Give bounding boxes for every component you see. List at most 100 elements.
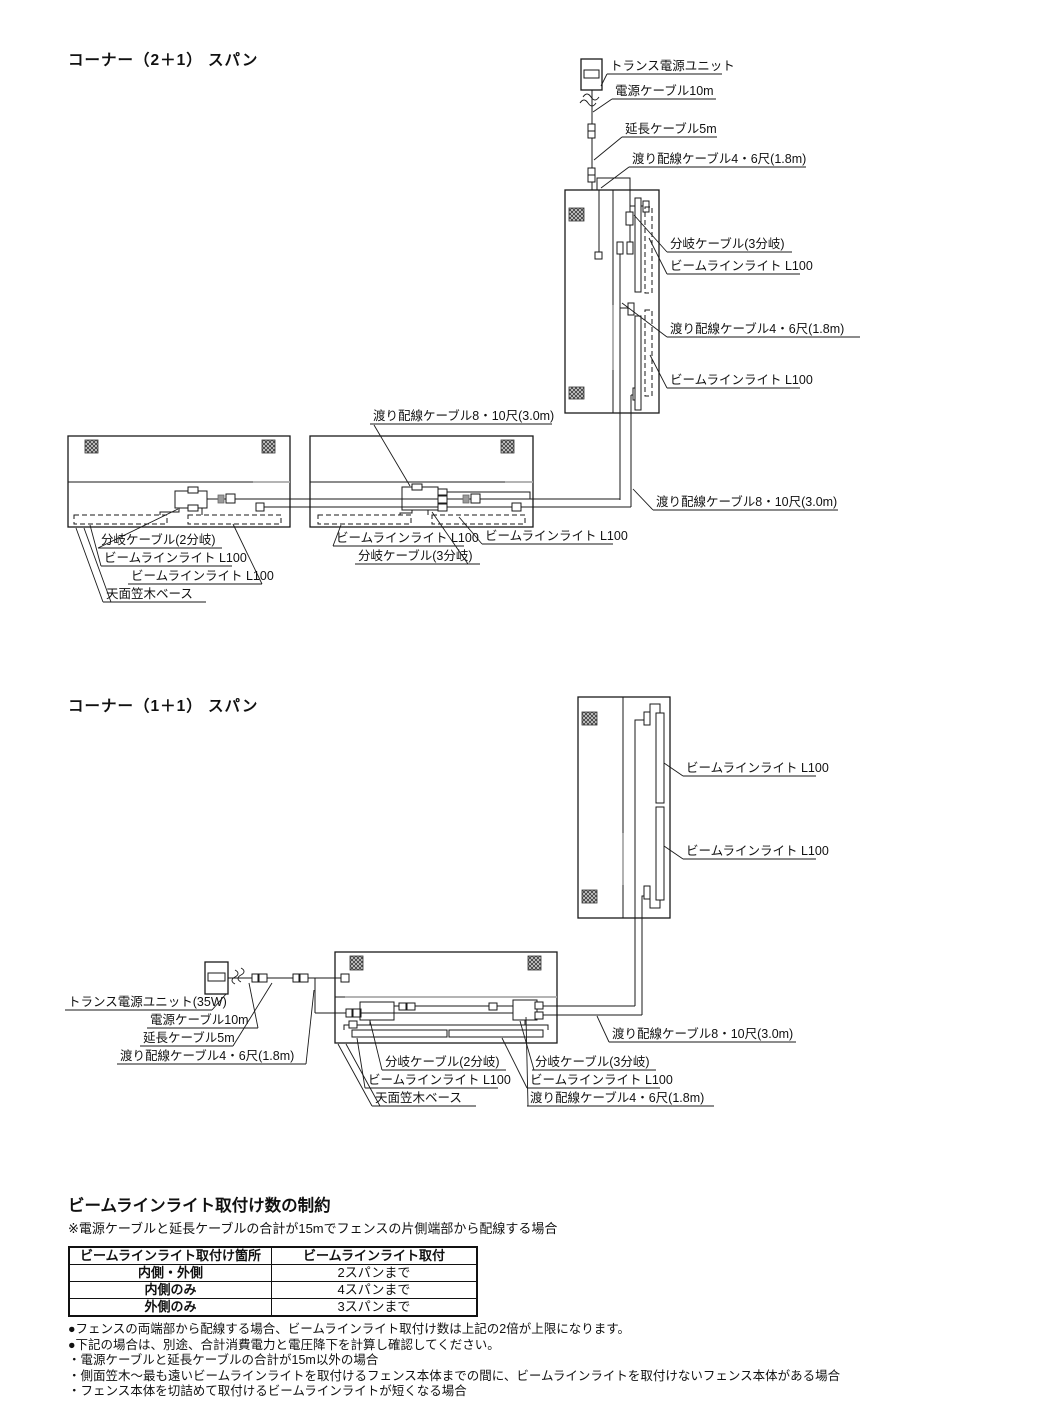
connector-icon [299,973,309,983]
leader-line [89,524,102,567]
connector-icon [626,241,634,255]
beam-line-light-bar [655,712,665,804]
label-jumper46-side: 渡り配線ケーブル4・6尺(1.8m) [670,321,844,336]
post-icon [84,439,99,454]
beam-line-light-bar [634,315,642,411]
leader-line [648,237,668,275]
table-header-mounting: ビームラインライト取付 [271,1246,478,1265]
beam-line-light-bar [448,1029,544,1038]
note-line: ●フェンスの両端部から配線する場合、ビームラインライト取付け数は上記の2倍が上限… [68,1322,631,1336]
label-beam-left2: ビームラインライト L100 [131,569,274,583]
top-cap-channel [596,177,631,191]
connector-icon [225,493,236,504]
leader-line [621,302,668,338]
beam-line-light-bar [634,197,642,293]
leader-line [248,982,259,1029]
leader-line [663,845,684,860]
jumper-wire [543,1005,642,1016]
connector-icon [616,241,624,255]
connector-icon [437,488,448,496]
leader-line [345,1043,381,1107]
transformer-slot [207,972,226,982]
table-cell: 内側のみ [68,1281,272,1299]
label-beam-mid1: ビームラインライト L100 [336,531,479,545]
post-icon [349,955,364,971]
connector-icon [643,885,651,900]
note-line: ・側面笠木～最も遠いビームラインライトを取付けるフェンス本体までの間に、ビームラ… [68,1368,841,1383]
label-branch3-mid: 分岐ケーブル(3分岐) [358,548,473,563]
post-icon [527,955,542,971]
leader-line [649,354,668,389]
restrictions-heading: ビームラインライト取付け数の制約 [68,1197,331,1215]
wire [159,508,180,515]
connector-icon [534,1011,544,1020]
table-cell: 2スパンまで [271,1264,478,1282]
table-cell: 3スパンまで [271,1298,478,1317]
post-icon [261,439,276,454]
label-jumper46-top: 渡り配線ケーブル4・6尺(1.8m) [632,151,806,166]
connector-icon [534,1001,544,1010]
connector-icon [625,211,634,226]
connector-icon [345,1008,353,1018]
leader-line [356,1037,366,1089]
label-beam-right: ビームラインライト L100 [530,1073,673,1087]
label-branch2: 分岐ケーブル(2分岐) [101,532,216,547]
note-line: ・電源ケーブルと延長ケーブルの合計が15m以外の場合 [68,1353,379,1368]
label-jumper810-side: 渡り配線ケーブル8・10尺(3.0m) [656,494,837,509]
wire [399,510,413,515]
connector-icon [398,1002,407,1011]
table-header-location: ビームラインライト取付け箇所 [68,1246,272,1265]
label-extension-cable: 延長ケーブル5m [625,121,717,136]
label-transformer: トランス電源ユニット [610,59,735,73]
wire [447,491,531,499]
leader-line [458,516,483,545]
leader-line [373,424,411,487]
wire [649,703,661,713]
connector-icon [411,483,423,491]
connector-icon [348,1020,358,1029]
leader-line [305,989,315,1065]
leader-line [369,1020,383,1071]
leader-line [596,1015,610,1043]
label-cap-base: 天面笠木ベース [106,586,193,601]
connector-icon [470,493,481,504]
leader-line [75,527,104,603]
restrictions-notes-list: ●フェンスの両端部から配線する場合、ビームラインライト取付け数は上記の2倍が上限… [68,1322,1028,1400]
branch-cable-box [359,1001,395,1021]
transformer-slot [583,69,600,79]
wire [641,895,644,918]
beam-line-light-bar-dashed [73,514,168,525]
beam-line-light-bar [655,806,665,901]
connector-icon [251,973,259,983]
terminator-icon [255,502,265,512]
cable-break-icon [231,967,245,985]
post-icon [581,711,598,726]
connector-icon [437,503,448,512]
label-beam-upper2: ビームラインライト L100 [686,844,829,858]
diagram2-title: コーナー（1＋1） スパン [68,698,259,715]
connector-icon [258,973,268,983]
connector-icon [488,1002,498,1011]
label-cap-base: 天面笠木ベース [375,1090,462,1105]
leader-line [83,527,112,603]
connector-icon [352,1008,362,1018]
diagram-corner-2plus1: トランス電源ユニット 電源ケーブル10m 延長ケーブル5m 渡り配線ケーブル4・… [67,58,860,603]
label-transformer-35w: トランス電源ユニット(35W) [68,995,227,1009]
label-jumper46-right: 渡り配線ケーブル4・6尺(1.8m) [530,1090,704,1105]
beam-line-light-bar [351,1029,448,1038]
label-branch3-upper: 分岐ケーブル(3分岐) [670,236,785,251]
leader-line [525,1016,529,1107]
wiring-diagrams: トランス電源ユニット 電源ケーブル10m 延長ケーブル5m 渡り配線ケーブル4・… [65,58,860,1107]
cable-break-icon [579,93,600,107]
beam-line-light-bar-dashed [644,309,653,397]
restrictions-table: ビームラインライト取付け箇所 ビームラインライト取付 内側・外側 2スパンまで … [68,1246,478,1317]
label-jumper46-left: 渡り配線ケーブル4・6尺(1.8m) [120,1048,294,1063]
connector-icon [511,502,522,512]
label-beam-mid2: ビームラインライト L100 [485,529,628,543]
connector-icon [437,495,448,504]
wire [634,719,644,918]
wire [649,899,661,909]
leader-line [232,523,263,585]
leader-line [593,136,623,161]
